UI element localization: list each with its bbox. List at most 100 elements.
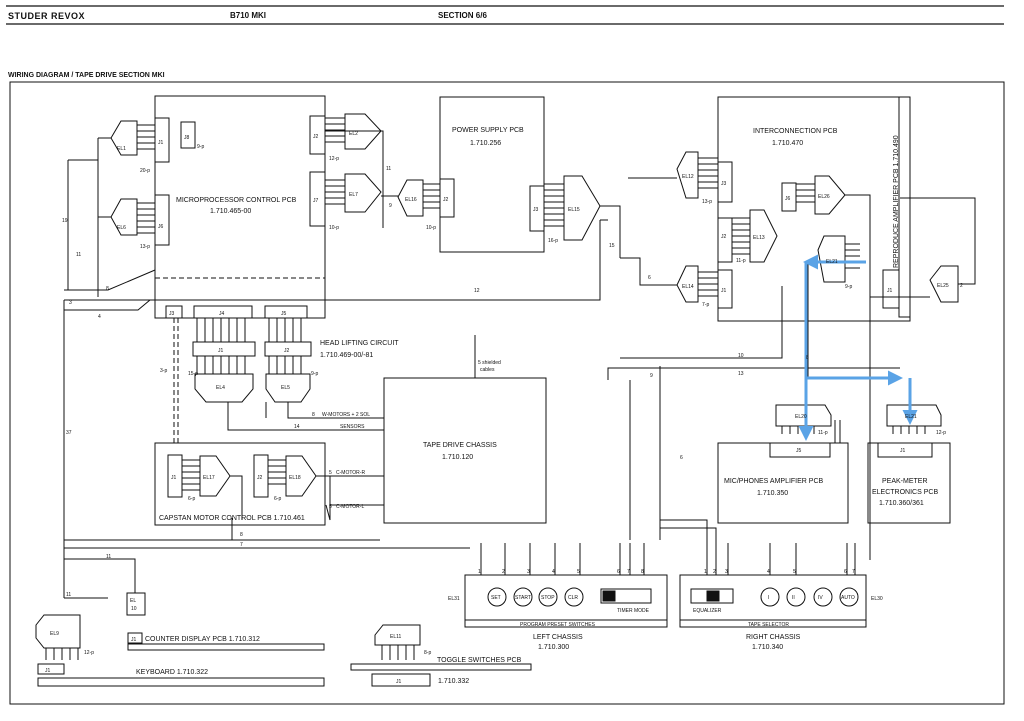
stop-label: STOP: [541, 595, 555, 601]
wc-11a: 11: [386, 166, 391, 172]
j1-counter: J1: [131, 637, 137, 643]
wc-2: 2: [960, 283, 963, 289]
head-lifting-connector-j1: [192, 341, 256, 357]
wc-10: 10: [738, 353, 744, 359]
j6-inter: J6: [785, 196, 791, 202]
rp4: 4: [767, 569, 770, 575]
power-pcb-name: POWER SUPPLY PCB: [452, 127, 524, 134]
wc-37: 37: [66, 430, 72, 436]
j1-micro: J1: [158, 140, 164, 146]
tape-drive-number: 1.710.120: [442, 454, 473, 461]
cable-cmotorl: C-MOTOR-L: [336, 504, 364, 510]
pin-15p: 15-p: [188, 371, 198, 377]
set-label: SET: [491, 595, 501, 601]
wc-14: 14: [294, 424, 300, 430]
wc-9: 9: [389, 203, 392, 209]
peak-pcb-line1: PEAK-METER: [882, 478, 928, 485]
peak-pcb-line2: ELECTRONICS PCB: [872, 489, 938, 496]
el10-connector: [126, 592, 146, 616]
el26-connector: [814, 175, 846, 215]
keyboard-pcb-label: KEYBOARD 1.710.322: [136, 669, 208, 676]
el14-label: EL14: [682, 284, 694, 290]
el4-connector: [194, 373, 254, 403]
j3-power: J3: [533, 207, 539, 213]
set-button: [487, 587, 507, 607]
rp1: 1: [704, 569, 707, 575]
counter-pcb-label: COUNTER DISPLAY PCB 1.710.312: [145, 636, 260, 643]
tape-drive-name: TAPE DRIVE CHASSIS: [423, 442, 497, 449]
diagram-frame: [9, 81, 1005, 705]
j1-head: J1: [218, 348, 224, 354]
j2-head: J2: [284, 348, 290, 354]
rp2: 2: [713, 569, 716, 575]
j1-keyboard: J1: [45, 668, 51, 674]
lp6: 6: [617, 569, 620, 575]
pin-9p-el21: 9-p: [845, 284, 852, 290]
clr-button: [564, 587, 584, 607]
pin-6p-el18: 6-p: [274, 496, 281, 502]
pin-16p: 16-p: [548, 238, 558, 244]
j2-micro: J2: [313, 134, 319, 140]
pin-12p: 12-p: [329, 156, 339, 162]
el25-label: EL25: [937, 283, 949, 289]
mic-phones-pcb: [717, 442, 849, 524]
right-chassis-panel: [679, 574, 867, 628]
left-chassis-bar: PROGRAM PRESET SWITCHES: [520, 622, 596, 628]
wc-8d: 8: [806, 355, 809, 361]
wc-5a: 5: [329, 470, 332, 476]
el7-connector: [344, 173, 382, 213]
lp3: 3: [527, 569, 530, 575]
j1-inter: J1: [721, 288, 727, 294]
pin-13p: 13-p: [140, 244, 150, 250]
sel-i-label: I: [768, 595, 769, 601]
lp1: 1: [478, 569, 481, 575]
wc-5b: 5: [329, 504, 332, 510]
el15-label: EL15: [568, 207, 580, 213]
cable-wmotor: W-MOTORS + 2 SOL: [322, 412, 370, 418]
equalizer-switch: [690, 588, 734, 604]
wc-3: 3: [69, 300, 72, 306]
el9-label: EL9: [50, 631, 59, 637]
toggle-switches-pcb: [350, 663, 532, 671]
pin-3p: 3-p: [160, 368, 167, 374]
el11-connector: [374, 624, 421, 646]
cable-shielded-2: cables: [480, 367, 495, 373]
j1-repro: J1: [887, 288, 893, 294]
wc-9b: 9: [650, 373, 653, 379]
wc-7: 7: [240, 542, 243, 548]
lp4: 4: [552, 569, 555, 575]
el10-label-a: EL: [130, 598, 136, 604]
tape-selector-ii: [786, 587, 806, 607]
sel-ii-label: II: [792, 595, 795, 601]
el5-connector: [265, 373, 311, 403]
equalizer-label: EQUALIZER: [693, 608, 722, 614]
timer-mode-label: TIMER MODE: [617, 608, 650, 614]
wc-19: 19: [62, 218, 68, 224]
pin-6p-el17: 6-p: [188, 496, 195, 502]
model-label: B710 MKI: [230, 11, 267, 20]
j1-toggle: J1: [396, 679, 402, 685]
pin-10p-el16: 10-p: [426, 225, 436, 231]
mic-pcb-number: 1.710.350: [757, 490, 788, 497]
wc-6a: 6: [648, 275, 651, 281]
tape-selector-i: [760, 587, 780, 607]
right-chassis-name: RIGHT CHASSIS: [746, 634, 801, 641]
cable-shielded-1: 5 shielded: [478, 360, 501, 366]
clr-label: CLR: [568, 595, 578, 601]
el17-connector: [199, 455, 231, 497]
start-label: START: [515, 595, 531, 601]
el2-label: EL2: [349, 131, 358, 137]
section-label: SECTION 6/6: [438, 11, 487, 20]
wc-6b: 6: [680, 455, 683, 461]
wc-15: 15: [609, 243, 615, 249]
left-chassis-name: LEFT CHASSIS: [533, 634, 583, 641]
highlight-arrows: [798, 254, 918, 441]
el13-label: EL13: [753, 235, 765, 241]
auto-button: [839, 587, 859, 607]
lp5: 5: [577, 569, 580, 575]
el18-label: EL18: [289, 475, 301, 481]
el31-label: EL31: [448, 596, 460, 602]
pin-20p: 20-p: [140, 168, 150, 174]
keyboard-pcb: [37, 677, 325, 687]
